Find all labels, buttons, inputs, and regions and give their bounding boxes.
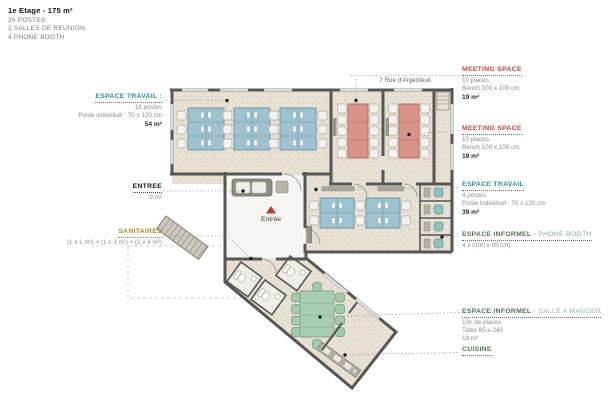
- annotation-line: (1 x 1 m²) + (1 x 3 m²) + (1 x 4 m²): [66, 239, 162, 246]
- annotation-entree: ENTREE 9 m²: [10, 183, 162, 202]
- annotation-espace-travail-right: ESPACE TRAVAIL 4 postes Poste individuel…: [462, 181, 610, 217]
- annotation-title: ESPACE TRAVAIL :: [95, 93, 162, 103]
- annotation-line: Table 85 x 240: [462, 327, 503, 334]
- annotation-sanitaires: SANITAIRES (1 x 1 m²) + (1 x 3 m²) + (1 …: [10, 228, 162, 247]
- annotation-area: 19 m²: [462, 153, 480, 160]
- service-shaft: [436, 91, 450, 111]
- annotation-title: ESPACE INFORMEL - SALLE A MANGER: [462, 308, 602, 318]
- annotation-line: Poste individuel : 70 x 120 cm: [462, 200, 546, 207]
- annotation-title: MEETING SPACE: [462, 66, 522, 76]
- header-stat: 4 PHONE BOOTH: [8, 33, 65, 41]
- annotation-line: 4 postes: [462, 192, 486, 199]
- annotation-salle-a-manger: ESPACE INFORMEL - SALLE A MANGER 10n de …: [462, 308, 610, 343]
- leader-lines: [163, 75, 461, 355]
- annotation-meeting-space-1: MEETING SPACE 10 places Bench 100 x 100 …: [462, 66, 610, 102]
- annotation-cuisine: CUISINE: [462, 346, 610, 357]
- annotation-line: 9 m²: [149, 194, 162, 201]
- annotation-line: Bench 100 x 100 cm: [462, 85, 520, 92]
- annotation-area: 19 m²: [462, 94, 480, 101]
- meeting-table-1: [338, 104, 379, 158]
- annotation-meeting-space-2: MEETING SPACE 10 places Bench 100 x 100 …: [462, 125, 610, 161]
- annotation-title: ESPACE TRAVAIL: [462, 181, 524, 191]
- annotation-area: 39 m²: [462, 209, 480, 216]
- annotation-line: Poste individuel : 70 x 120 cm: [78, 112, 162, 119]
- annotation-phone-booth: ESPACE INFORMEL - PHONE BOOTH 4 x (100 x…: [462, 231, 610, 250]
- kitchen-counter: [316, 341, 362, 378]
- entry-sofa: [231, 178, 289, 197]
- windows: [170, 88, 454, 320]
- workspace-a-desks: [177, 108, 327, 150]
- dining-table: [291, 282, 345, 349]
- credenza: [385, 118, 389, 136]
- annotation-line: 19 m²: [462, 335, 479, 342]
- header-stat: 26 POSTES: [8, 17, 46, 24]
- street-label: 7 Rue d'Argenteuil: [379, 77, 431, 84]
- booth-partitions: [419, 184, 452, 252]
- annotation-title-suffix: - PHONE BOOTH: [531, 231, 592, 238]
- annotation-title: MEETING SPACE: [462, 125, 522, 135]
- annotation-line: 18 postes: [134, 104, 162, 111]
- entrance-label: Entrée: [260, 216, 282, 223]
- annotation-title-suffix: - SALLE A MANGER: [531, 308, 602, 315]
- annotation-line: 10 places: [462, 77, 489, 84]
- meeting-table-2: [389, 104, 430, 158]
- entrance-arrow-icon: [266, 206, 276, 214]
- annotation-line: Bench 100 x 100 cm: [462, 144, 520, 151]
- annotation-line: 10n de places: [462, 319, 502, 326]
- annotation-area: 54 m²: [144, 121, 162, 128]
- annotation-title: CUISINE: [462, 346, 492, 356]
- annotation-line: 4 x (100 x 95 cm): [462, 242, 511, 249]
- credenza: [333, 118, 337, 136]
- annotation-title: ESPACE INFORMEL - PHONE BOOTH: [462, 231, 592, 241]
- leader-dots: [225, 98, 444, 357]
- page-header: 1e Etage - 175 m² 26 POSTES 2 SALLES DE …: [8, 6, 85, 42]
- annotation-espace-travail-left: ESPACE TRAVAIL : 18 postes Poste individ…: [10, 93, 162, 129]
- header-stat: 2 SALLES DE REUNION: [8, 25, 86, 33]
- annotation-title: SANITAIRES: [118, 228, 162, 238]
- stairs: [155, 215, 209, 261]
- annotation-line: 10 places: [462, 136, 489, 143]
- annotation-title: ENTREE: [132, 183, 162, 193]
- floor-title: 1e Etage - 175 m²: [8, 6, 73, 15]
